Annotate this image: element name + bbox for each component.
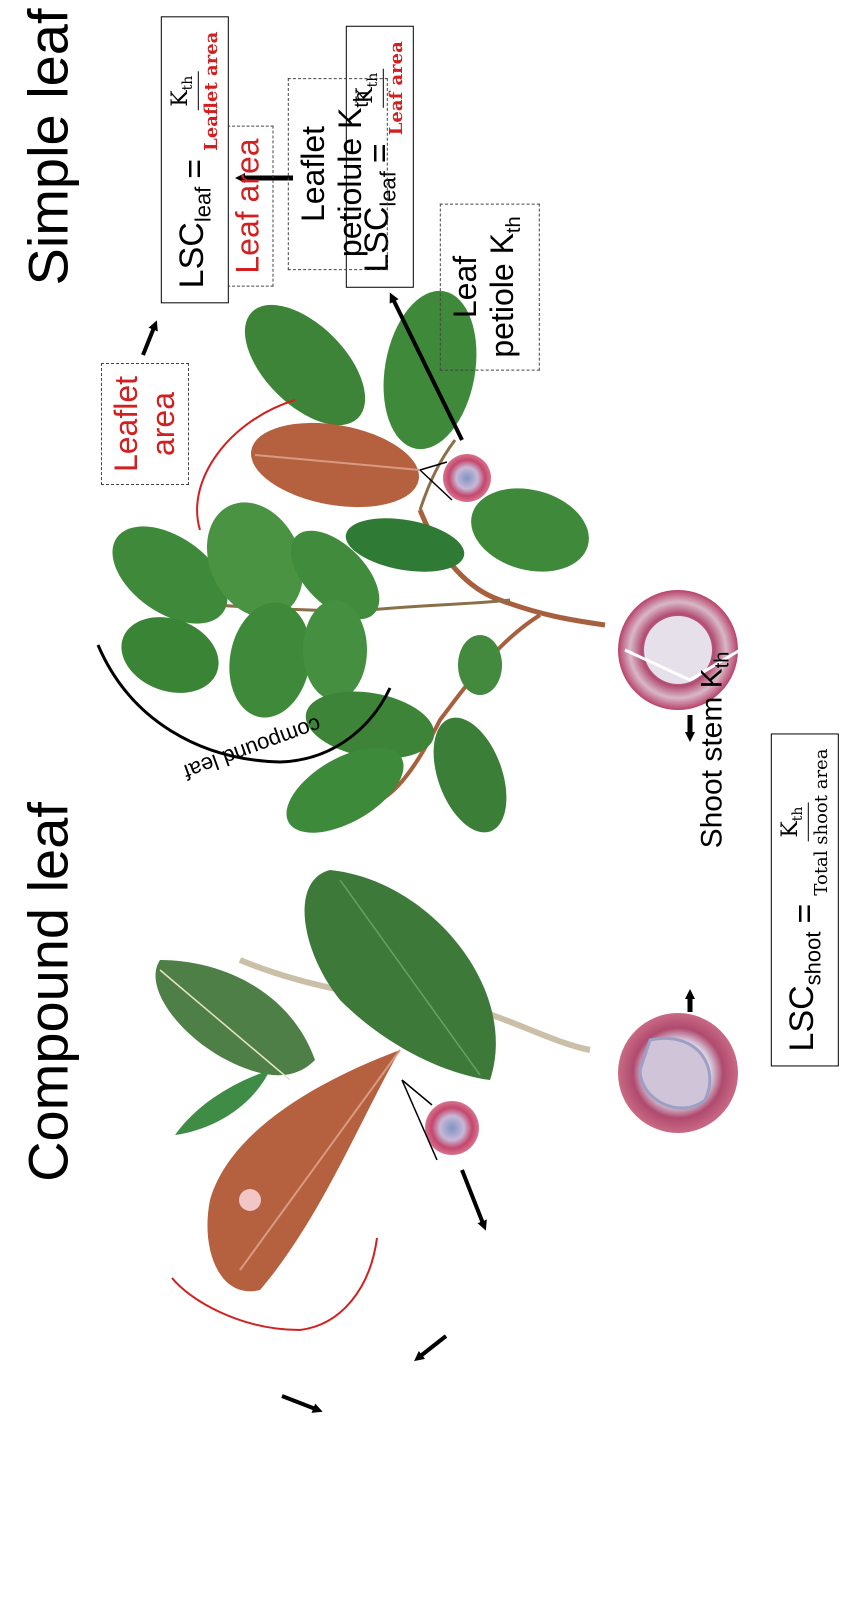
leaflet-petiolule-box: Leaflet petiolule Kth <box>288 78 388 270</box>
compound-leaf-heading: Compound leaf <box>16 802 81 1182</box>
leaf-area-box: Leaf area <box>223 125 274 286</box>
shoot-lsc-equation: LSCshoot = Kth Total shoot area <box>771 734 839 1067</box>
compound-lsc-leaf-equation: LSCleaf = Kth Leaflet area <box>161 17 229 304</box>
leaf-petiole-box: Leaf petiole Kth <box>440 203 540 370</box>
leaf-petiole-line1: Leaf <box>447 256 483 318</box>
leaflet-area-box: Leaflet area <box>101 363 189 485</box>
leaf-petiole-line2: petiole K <box>484 233 520 358</box>
shoot-stem-label: Shoot stem Kth <box>696 652 735 849</box>
leaf-petiole-sub: th <box>503 216 525 233</box>
simple-leaf-heading: Simple leaf <box>16 8 81 285</box>
